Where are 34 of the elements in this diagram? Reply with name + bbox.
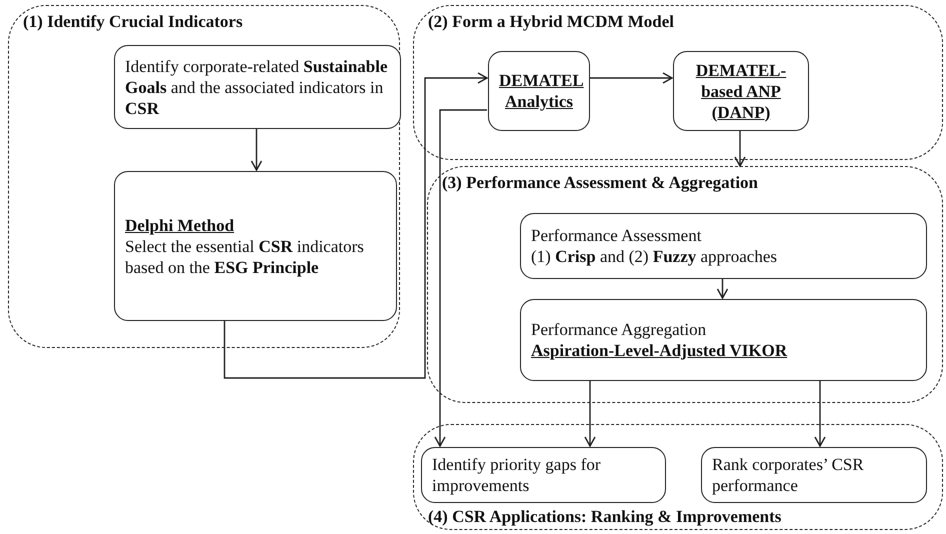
group-title: (2) Form a Hybrid MCDM Model	[428, 12, 674, 32]
box-text: Identify corporate-related Sustainable Goals and the associated indicators in CSR	[125, 56, 388, 118]
arrow	[224, 72, 488, 379]
process-box	[520, 299, 927, 381]
arrow	[584, 380, 596, 447]
arrow	[250, 128, 262, 171]
process-box	[701, 447, 927, 503]
process-box	[114, 171, 397, 321]
group-frame	[413, 5, 943, 160]
arrow	[589, 72, 673, 84]
arrow	[434, 109, 487, 447]
box-text: Rank corporates’ CSR performance	[712, 454, 865, 496]
method-heading: DEMATEL-based ANP (DANP)	[694, 60, 788, 122]
process-box	[520, 213, 927, 279]
process-box	[488, 51, 590, 131]
process-box	[114, 45, 401, 129]
group-frame	[413, 424, 943, 530]
group-frame	[427, 166, 943, 403]
method-heading: Aspiration-Level-Adjusted VIKOR	[531, 340, 788, 361]
process-box	[673, 51, 809, 131]
group-title: (3) Performance Assessment & Aggregation	[442, 173, 758, 193]
method-heading: Delphi Method	[125, 214, 236, 236]
box-text: Identify priority gaps for improvements	[432, 454, 602, 496]
box-text: (1) Crisp and (2) Fuzzy approaches	[531, 246, 778, 267]
box-text: Select the essential CSR indicators based on the ESG Principle	[125, 236, 365, 278]
arrow	[814, 380, 826, 447]
group-title: (1) Identify Crucial Indicators	[23, 12, 243, 32]
group-title: (4) CSR Applications: Ranking & Improvements	[428, 507, 782, 527]
box-text: Performance Aggregation	[531, 319, 708, 340]
box-text: Performance Assessment	[531, 225, 702, 246]
arrow	[734, 130, 746, 167]
arrow	[716, 278, 728, 299]
group-frame	[8, 5, 400, 348]
process-box	[421, 447, 666, 503]
